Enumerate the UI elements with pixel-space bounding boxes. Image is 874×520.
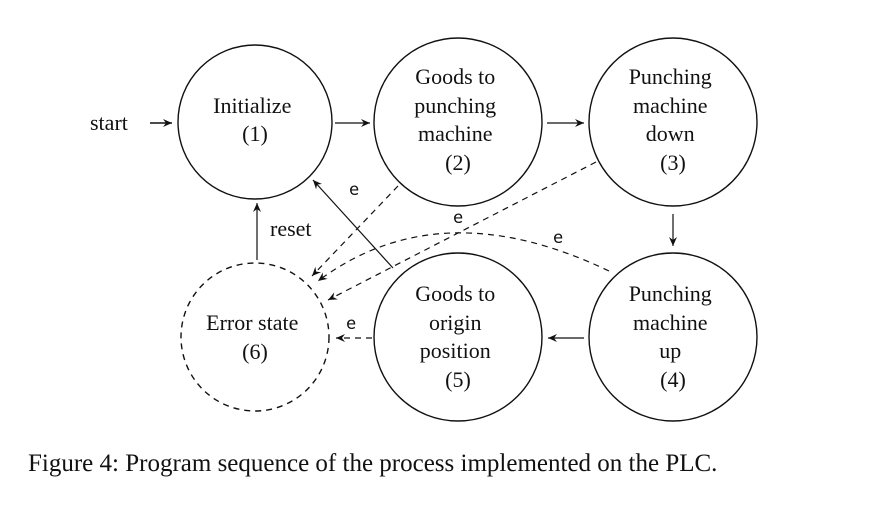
- start-label: start: [90, 110, 128, 135]
- reset-label: reset: [270, 216, 312, 241]
- state-punching-up-circle: [588, 252, 758, 422]
- error-label-4-to-6: e: [553, 228, 563, 248]
- state-punching-down-circle: [588, 37, 758, 207]
- error-label-3-to-6: e: [453, 208, 463, 228]
- edge-5-to-1: [312, 179, 394, 269]
- state-punching-down-label: Punching machine down (3): [629, 64, 718, 175]
- state-initialize-circle: [177, 44, 333, 200]
- state-initialize-label: Initialize (1): [213, 93, 297, 146]
- state-goods-to-origin-label: Goods to origin position (5): [415, 281, 501, 392]
- figure-caption: Figure 4: Program sequence of the proces…: [28, 450, 718, 477]
- state-goods-to-punching-circle: [373, 37, 543, 207]
- state-error-circle: [180, 262, 330, 412]
- state-goods-to-punching-label: Goods to punching machine (2): [414, 64, 501, 175]
- edge-2-to-6-error: [311, 185, 399, 277]
- state-goods-to-origin-circle: [373, 252, 543, 422]
- error-label-5-to-1: e: [349, 180, 359, 200]
- state-error-label: Error state (6): [206, 310, 304, 364]
- error-label-5-to-6: e: [346, 314, 356, 334]
- edge-4-to-6-error: [317, 232, 610, 282]
- state-punching-up-label: Punching machine up (4): [629, 281, 718, 392]
